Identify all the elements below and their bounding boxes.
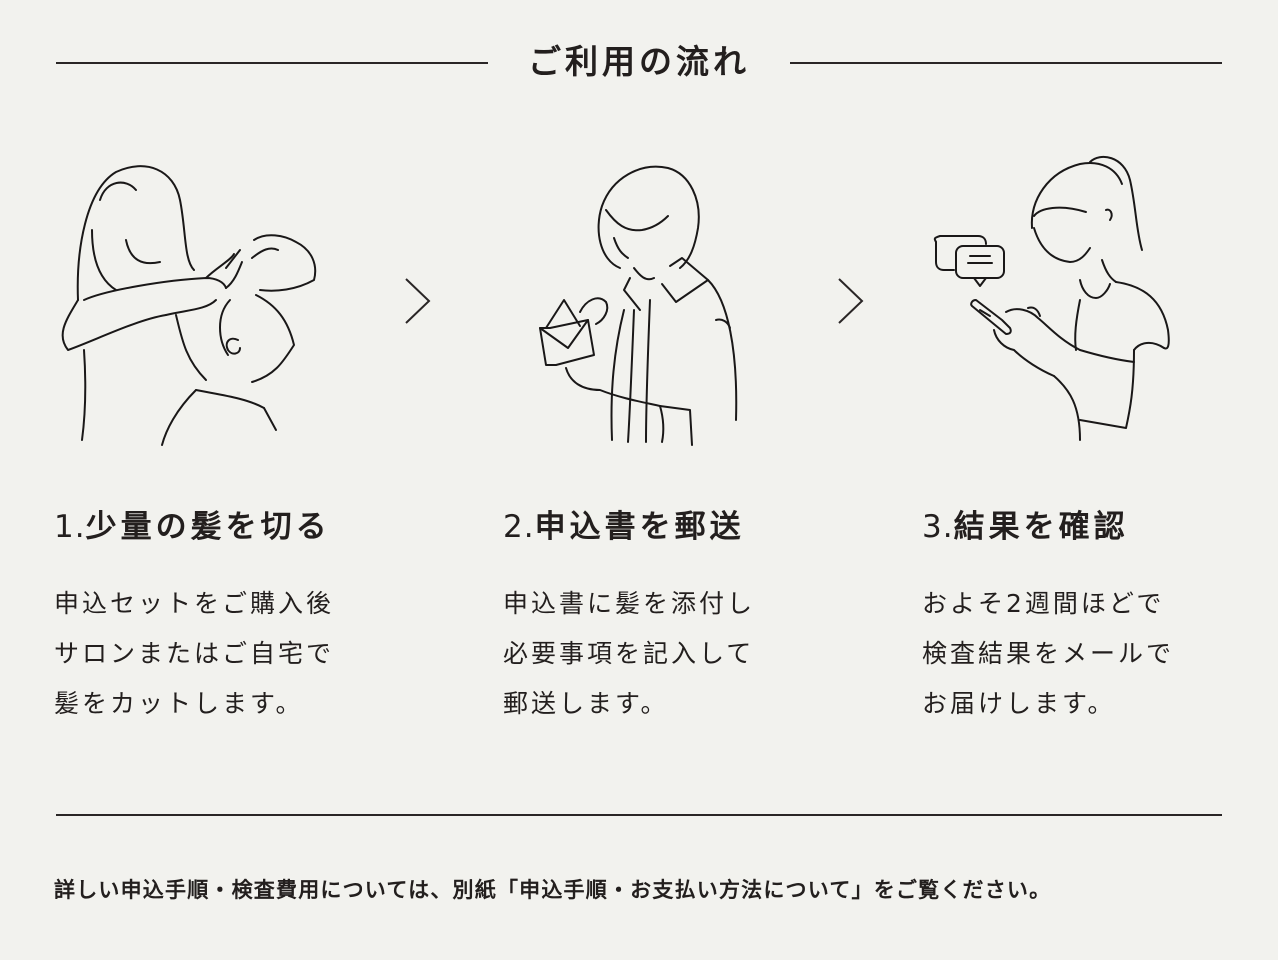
step-2-description: 申込書に髪を添付し 必要事項を記入して 郵送します。	[503, 579, 755, 729]
footer-note: 詳しい申込手順・検査費用については、別紙「申込手順・お支払い方法について」をご覧…	[54, 878, 1052, 902]
step-1: 1.少量の髪を切る 申込セットをご購入後 サロンまたはご自宅で 髪をカットします…	[54, 503, 334, 729]
step-2-description-line: 申込書に髪を添付し	[503, 589, 756, 618]
step-2-description-line: 郵送します。	[503, 689, 669, 718]
chevron-right-icon	[836, 276, 866, 326]
title-divider-left	[56, 62, 488, 64]
step-1-description-line: 髪をカットします。	[54, 689, 304, 718]
step-3-description-line: およそ2週間ほどで	[922, 589, 1165, 618]
step-2-description-line: 必要事項を記入して	[503, 639, 755, 668]
step-2-title-text: 申込書を郵送	[534, 509, 745, 545]
step-3-description-line: 検査結果をメールで	[922, 639, 1175, 668]
step-3-title-text: 結果を確認	[953, 509, 1129, 545]
step-3-description-line: お届けします。	[922, 689, 1116, 718]
illustration-person-checking-phone	[930, 150, 1190, 450]
phone-person-icon	[933, 155, 1170, 441]
envelope-person-icon	[539, 165, 738, 446]
page-title: ご利用の流れ	[528, 42, 750, 81]
step-3: 3.結果を確認 およそ2週間ほどで 検査結果をメールで お届けします。	[922, 503, 1174, 729]
step-1-title: 1.少量の髪を切る	[54, 503, 334, 551]
illustration-person-with-envelope	[530, 150, 750, 450]
step-1-description-line: 申込セットをご購入後	[54, 589, 335, 618]
stylist-cutting-hair-icon	[61, 165, 317, 446]
section-header: ご利用の流れ	[0, 34, 1278, 90]
chevron-right-icon	[403, 276, 433, 326]
title-divider-right	[790, 62, 1222, 64]
step-2-title: 2.申込書を郵送	[503, 503, 755, 551]
step-1-title-text: 少量の髪を切る	[85, 509, 331, 545]
step-1-number: 1.	[54, 509, 86, 545]
step-1-description: 申込セットをご購入後 サロンまたはご自宅で 髪をカットします。	[54, 579, 334, 729]
footer-divider	[56, 814, 1222, 816]
step-3-description: およそ2週間ほどで 検査結果をメールで お届けします。	[922, 579, 1174, 729]
step-3-number: 3.	[922, 509, 954, 545]
step-3-title: 3.結果を確認	[922, 503, 1174, 551]
illustration-stylist-cutting-hair	[56, 150, 326, 450]
step-2-number: 2.	[503, 509, 535, 545]
step-1-description-line: サロンまたはご自宅で	[54, 639, 335, 668]
step-2: 2.申込書を郵送 申込書に髪を添付し 必要事項を記入して 郵送します。	[503, 503, 755, 729]
